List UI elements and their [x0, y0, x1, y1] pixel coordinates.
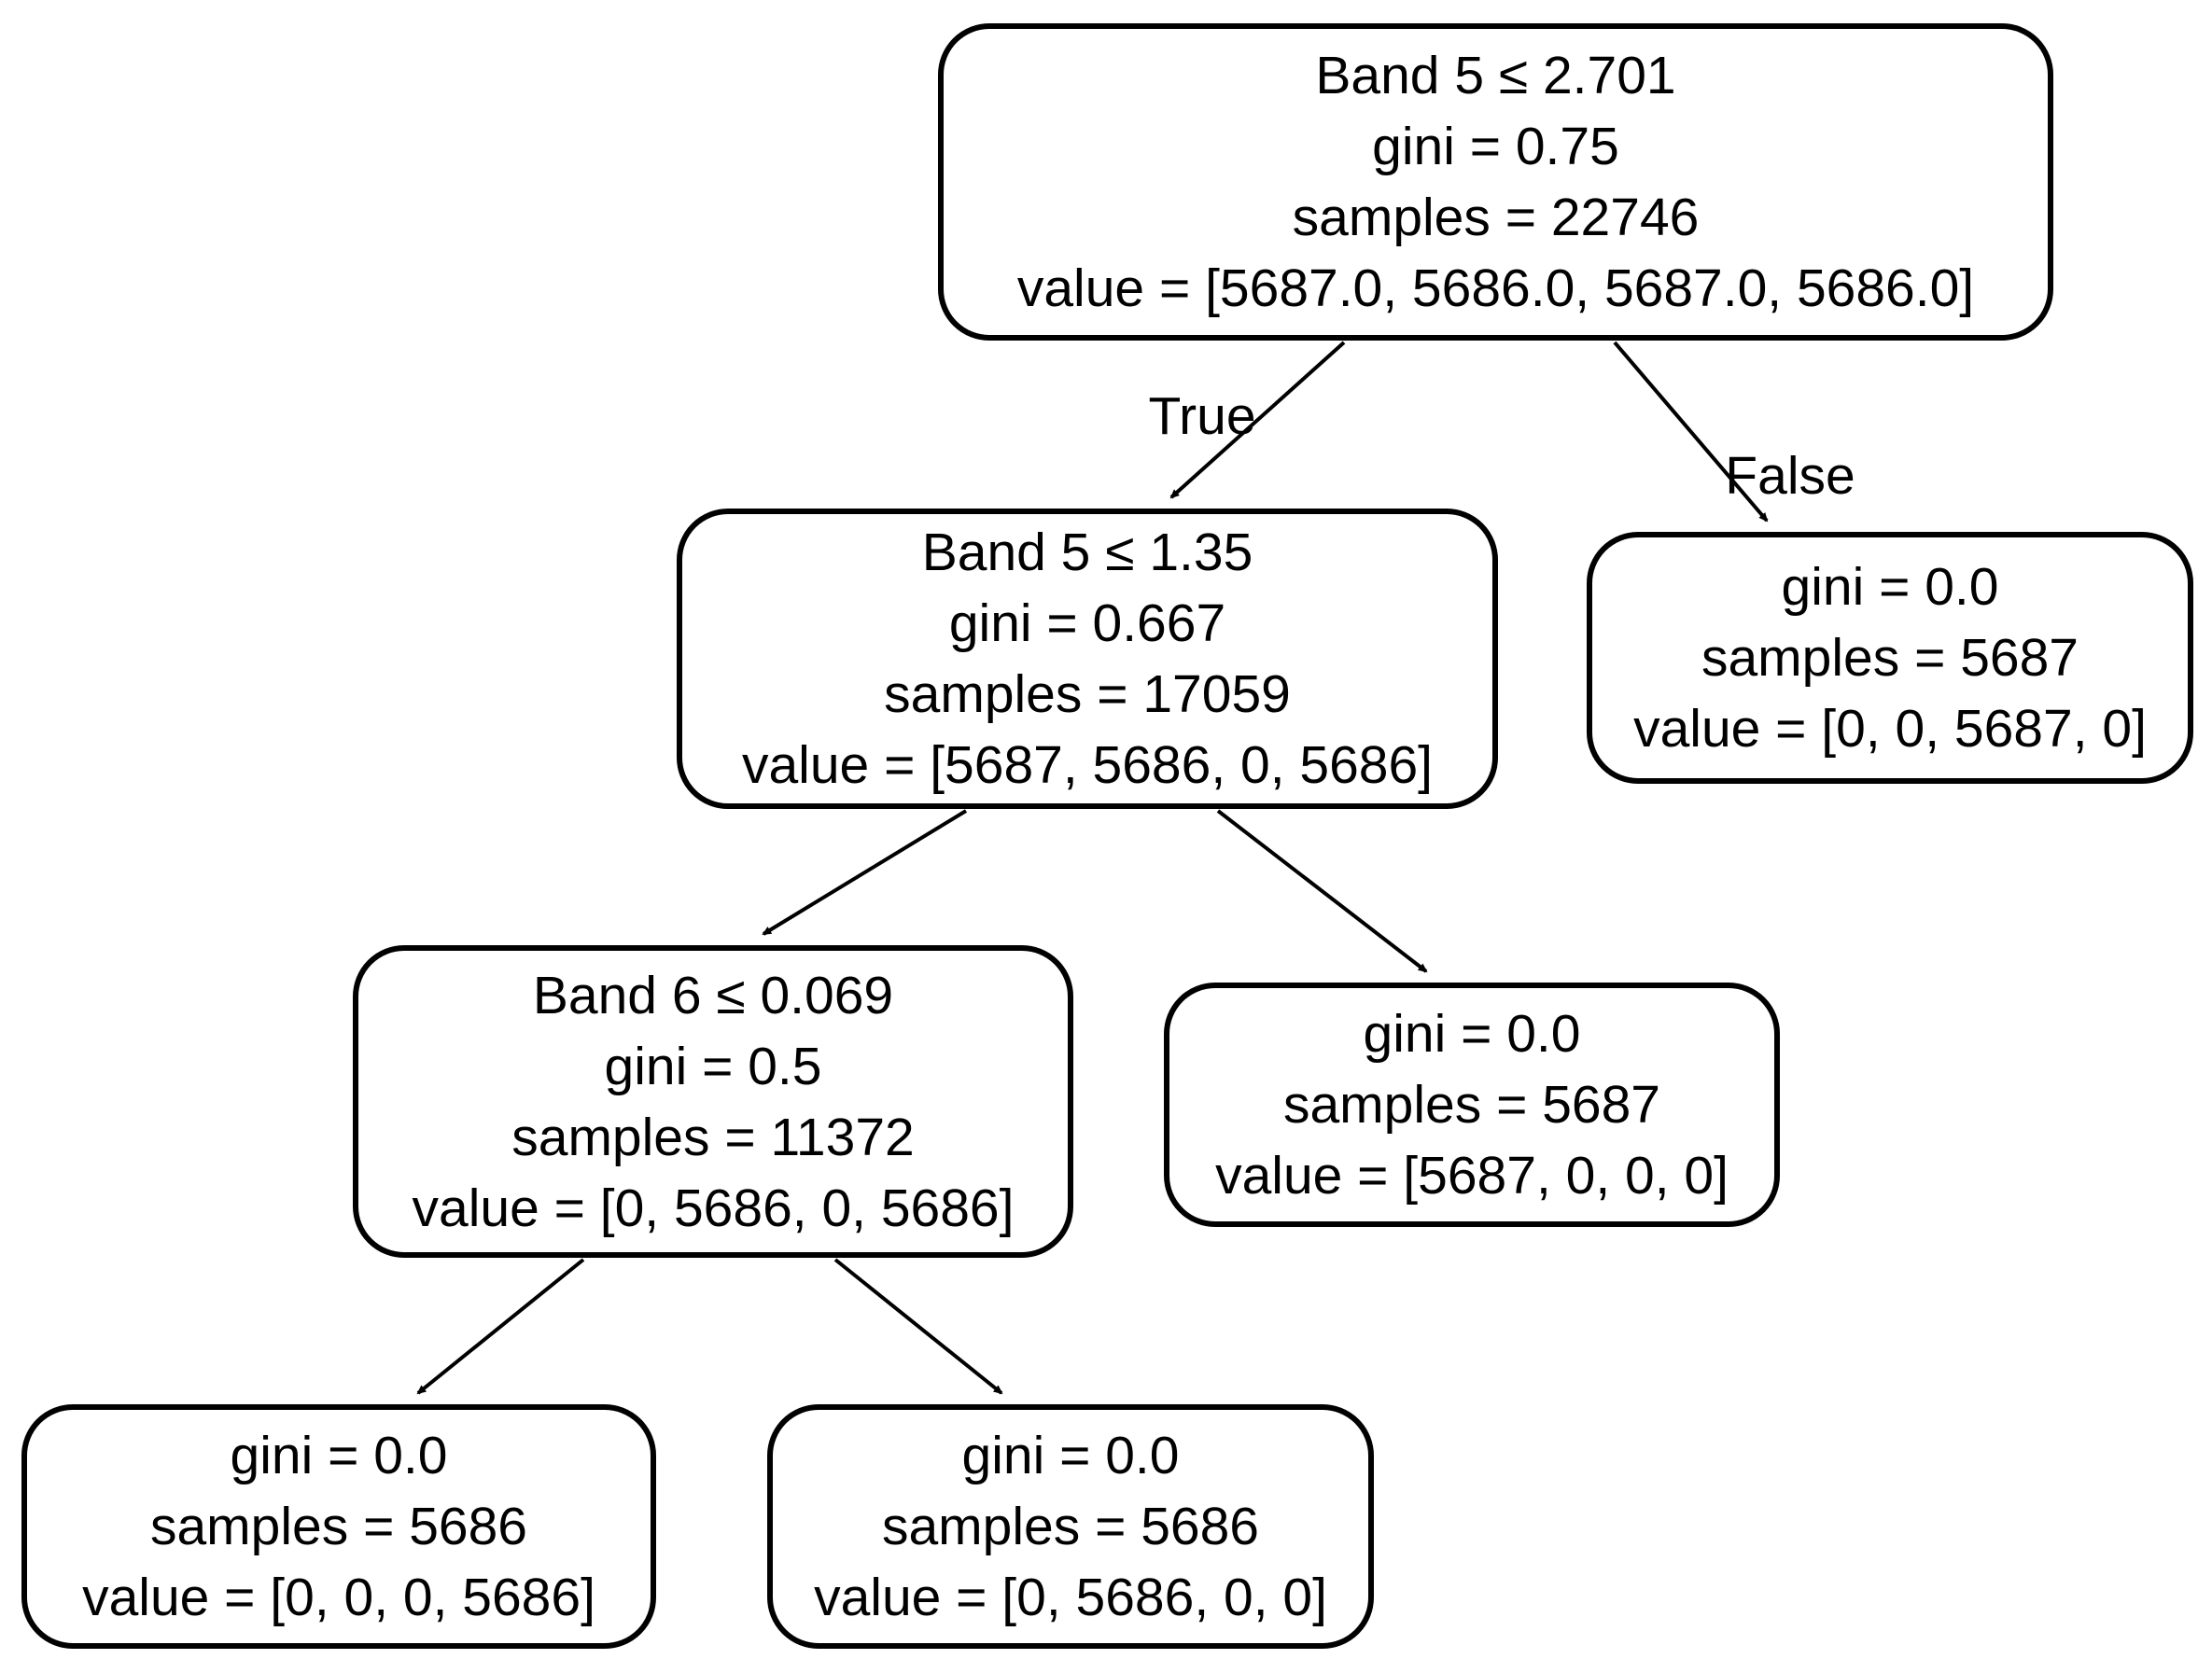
node-value: value = [5687, 5686, 0, 5686]: [741, 735, 1434, 795]
node-gini: gini = 0.0: [961, 1426, 1180, 1485]
tree-node-root: Band 5 ≤ 2.701 gini = 0.75 samples = 227…: [938, 23, 2053, 341]
node-split-condition: Band 5 ≤ 1.35: [921, 523, 1253, 582]
node-gini: gini = 0.75: [1372, 117, 1619, 176]
edge-root-to-l2-right: [1613, 341, 1769, 523]
node-value: value = [5687, 0, 0, 0]: [1215, 1146, 1729, 1206]
node-samples: samples = 5686: [881, 1497, 1259, 1556]
tree-node-band6-0069: Band 6 ≤ 0.069 gini = 0.5 samples = 1137…: [353, 945, 1073, 1258]
edge-l3left-to-leafbl: [416, 1258, 585, 1395]
node-value: value = [0, 5686, 0, 5686]: [412, 1178, 1015, 1238]
tree-leaf-class4: gini = 0.0 samples = 5686 value = [0, 0,…: [21, 1404, 656, 1649]
edge-label-true: True: [1148, 386, 1256, 446]
edge-l3left-to-leafbr: [833, 1258, 1003, 1395]
node-samples: samples = 11372: [511, 1107, 915, 1167]
tree-leaf-class1: gini = 0.0 samples = 5687 value = [5687,…: [1164, 983, 1780, 1227]
node-gini: gini = 0.0: [1781, 557, 1999, 617]
node-value: value = [0, 0, 5687, 0]: [1633, 699, 2147, 759]
edge-label-false: False: [1725, 446, 1855, 506]
tree-leaf-class3: gini = 0.0 samples = 5687 value = [0, 0,…: [1587, 532, 2193, 784]
node-samples: samples = 5687: [1701, 628, 2079, 688]
tree-leaf-class2: gini = 0.0 samples = 5686 value = [0, 56…: [767, 1404, 1374, 1649]
tree-node-band5-135: Band 5 ≤ 1.35 gini = 0.667 samples = 170…: [677, 509, 1498, 809]
node-value: value = [0, 0, 0, 5686]: [82, 1568, 595, 1627]
node-value: value = [0, 5686, 0, 0]: [814, 1568, 1327, 1627]
node-samples: samples = 22746: [1292, 188, 1700, 247]
node-gini: gini = 0.0: [230, 1426, 448, 1485]
node-value: value = [5687.0, 5686.0, 5687.0, 5686.0]: [1016, 258, 1975, 318]
node-split-condition: Band 6 ≤ 0.069: [532, 965, 894, 1025]
node-samples: samples = 5687: [1282, 1075, 1660, 1135]
edge-l2left-to-l3left: [762, 809, 968, 936]
node-samples: samples = 5686: [149, 1497, 527, 1556]
node-gini: gini = 0.5: [604, 1036, 822, 1096]
node-samples: samples = 17059: [884, 664, 1291, 724]
node-split-condition: Band 5 ≤ 2.701: [1315, 46, 1676, 105]
edge-root-to-l2-left: [1169, 341, 1346, 499]
node-gini: gini = 0.667: [948, 593, 1226, 653]
edge-l2left-to-l3right: [1216, 809, 1428, 973]
node-gini: gini = 0.0: [1363, 1004, 1581, 1064]
